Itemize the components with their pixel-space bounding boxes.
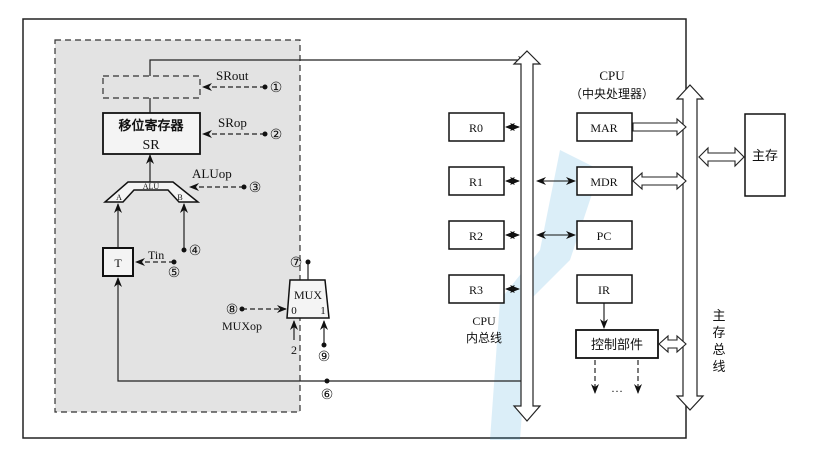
- main-memory-label: 主存: [752, 149, 778, 164]
- main-memory-box: [744, 113, 786, 197]
- aluop-signal-dot: [241, 184, 247, 190]
- mux-input-1-label: 1: [320, 305, 326, 317]
- memory-bus-label-3: 总: [712, 343, 725, 358]
- aluop-label: ALUop: [192, 166, 232, 181]
- register-r1-label: R1: [469, 175, 483, 189]
- alu-shape: [102, 181, 201, 203]
- marker-1: ①: [270, 81, 283, 96]
- shift-register-cn-label: 移位寄存器: [118, 118, 184, 134]
- tin-label: Tin: [148, 248, 164, 262]
- mdr-bus-double-arrow: [632, 171, 687, 191]
- marker-7: ⑦: [290, 256, 303, 271]
- marker-8: ⑧: [226, 303, 239, 318]
- signal-4-dot: [181, 247, 187, 253]
- internal-bus-label-line2: 内总线: [466, 331, 502, 345]
- register-r3: R3: [448, 274, 505, 304]
- register-pc-label: PC: [597, 229, 612, 243]
- alu-label: ALU: [143, 182, 160, 191]
- marker-9: ⑨: [318, 350, 331, 365]
- register-r2: R2: [448, 220, 505, 250]
- control-unit-box: [575, 329, 659, 359]
- memory-bus-label-1: 主: [712, 309, 725, 324]
- cpu-title: CPU: [599, 68, 625, 83]
- memory-double-arrow: [698, 146, 745, 168]
- mar-to-bus-arrow: [632, 117, 687, 137]
- srout-label: SRout: [216, 68, 249, 83]
- mux-label: MUX: [294, 288, 322, 302]
- cpu-subtitle: （中央处理器）: [570, 86, 654, 101]
- register-r2-label: R2: [469, 229, 483, 243]
- memory-bus-label-4: 线: [712, 360, 725, 375]
- register-mar: MAR: [576, 112, 633, 142]
- register-r3-label: R3: [469, 283, 483, 297]
- muxop-label: MUXop: [222, 319, 262, 333]
- shift-register-abbr-label: SR: [142, 138, 160, 153]
- srout-signal-dot: [262, 84, 268, 90]
- srop-label: SRop: [218, 115, 247, 130]
- register-r0: R0: [448, 112, 505, 142]
- memory-bus-label-2: 存: [712, 326, 725, 341]
- marker-6: ⑥: [321, 388, 334, 403]
- mux-const-input-label: 2: [291, 343, 297, 357]
- bus-to-t-line: [114, 277, 527, 382]
- mux-shape: [286, 279, 330, 319]
- signal-9-dot: [321, 342, 327, 348]
- register-pc: PC: [576, 220, 633, 250]
- internal-bus-label-line1: CPU: [472, 314, 496, 328]
- register-ir-label: IR: [598, 283, 610, 297]
- marker-2: ②: [270, 128, 283, 143]
- marker-4: ④: [189, 244, 202, 259]
- mux-input-0-label: 0: [291, 305, 297, 317]
- register-mdr-label: MDR: [590, 175, 617, 189]
- alu-input-a-label: A: [116, 193, 122, 202]
- main-memory-bus: [675, 84, 705, 411]
- watermark: [490, 150, 600, 440]
- sr-to-bus-line: [149, 56, 528, 76]
- register-r0-label: R0: [469, 121, 483, 135]
- muxop-signal-dot: [239, 306, 245, 312]
- signal-6-dot: [324, 378, 330, 384]
- control-bus-double-arrow: [658, 334, 687, 354]
- control-unit-label: 控制部件: [591, 338, 643, 353]
- register-mar-label: MAR: [590, 121, 617, 135]
- register-mdr: MDR: [576, 166, 633, 196]
- marker-3: ③: [249, 181, 262, 196]
- control-outputs-ellipsis: …: [611, 381, 623, 395]
- cpu-internal-bus: [512, 50, 542, 422]
- marker-5: ⑤: [168, 266, 181, 281]
- alu-input-b-label: B: [177, 193, 182, 202]
- temp-register-box: [102, 247, 134, 277]
- register-ir: IR: [576, 274, 633, 304]
- register-r1: R1: [448, 166, 505, 196]
- srop-signal-dot: [262, 131, 268, 137]
- temp-register-label: T: [114, 256, 122, 270]
- alu-section: [54, 39, 301, 413]
- signal-7-dot: [305, 259, 311, 265]
- tin-signal-dot: [171, 259, 177, 265]
